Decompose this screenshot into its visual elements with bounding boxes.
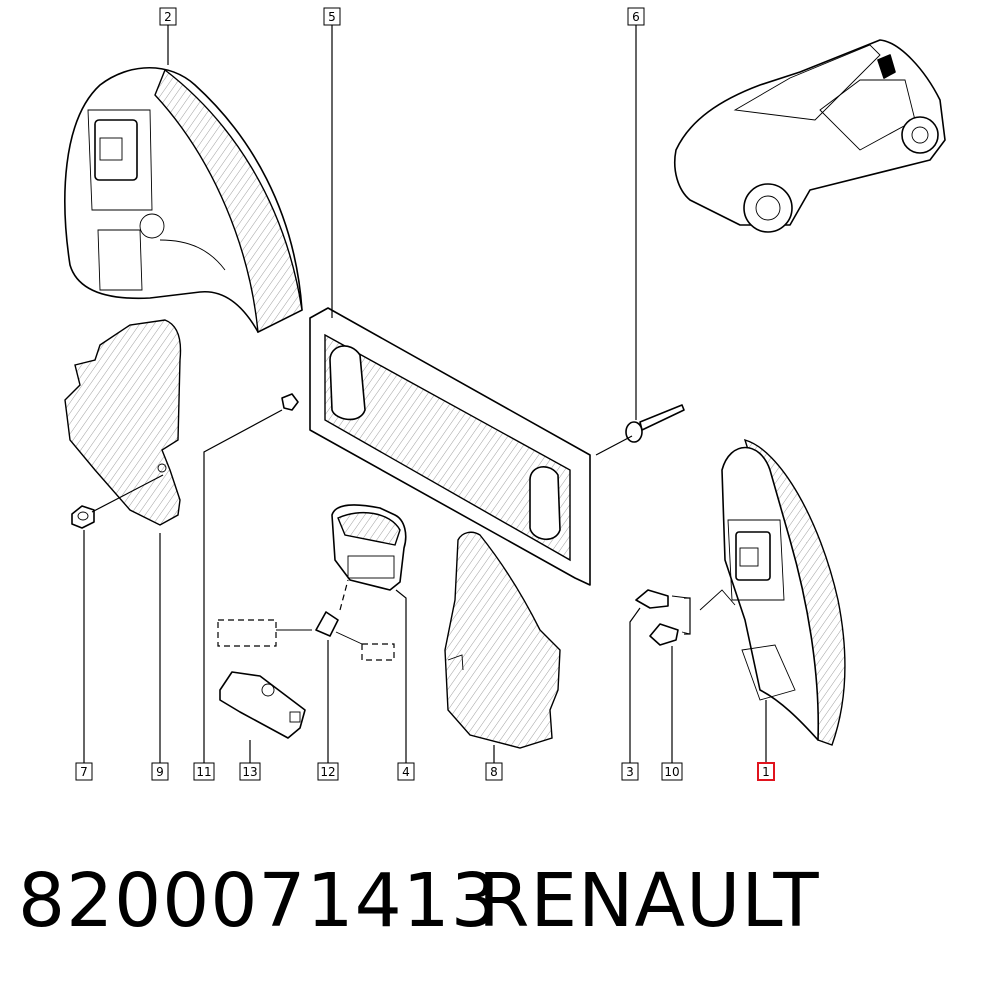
svg-text:3: 3 [626,765,634,779]
rear-lamp-left [64,67,303,334]
callout-5: 5 [323,7,341,26]
callout-6: 6 [627,7,645,26]
svg-text:13: 13 [242,765,257,779]
left-cover [64,319,182,526]
bolt [625,404,685,443]
callout-12: 12 [317,762,339,781]
leader-lines [83,25,767,763]
bulb [217,579,395,661]
rear-lamp-right[interactable] [699,438,846,746]
callout-13: 13 [239,762,261,781]
svg-text:7: 7 [80,765,88,779]
center-panel [309,307,591,586]
callout-3: 3 [621,762,639,781]
svg-text:9: 9 [156,765,164,779]
right-cover [444,531,561,749]
svg-text:12: 12 [320,765,335,779]
callout-9: 9 [151,762,169,781]
fastener-screws [635,589,691,646]
clip [281,393,299,411]
lamp-holder [331,504,407,591]
callout-8: 8 [485,762,503,781]
callout-4: 4 [397,762,415,781]
connector-block [219,671,306,739]
callout-7: 7 [75,762,93,781]
car-illustration [674,39,946,233]
svg-text:6: 6 [632,10,640,24]
part-number-label: 8200071413 [18,858,499,944]
svg-text:2: 2 [164,10,172,24]
callout-2: 2 [159,7,177,26]
callout-1-highlighted[interactable]: 1 [757,762,775,781]
svg-text:11: 11 [196,765,211,779]
callout-10: 10 [661,762,683,781]
svg-text:5: 5 [328,10,336,24]
svg-text:4: 4 [402,765,410,779]
callout-11: 11 [193,762,215,781]
nut [71,505,95,529]
svg-text:10: 10 [664,765,679,779]
brand-label: RENAULT [478,858,820,944]
svg-text:1: 1 [762,765,770,779]
svg-text:8: 8 [490,765,498,779]
